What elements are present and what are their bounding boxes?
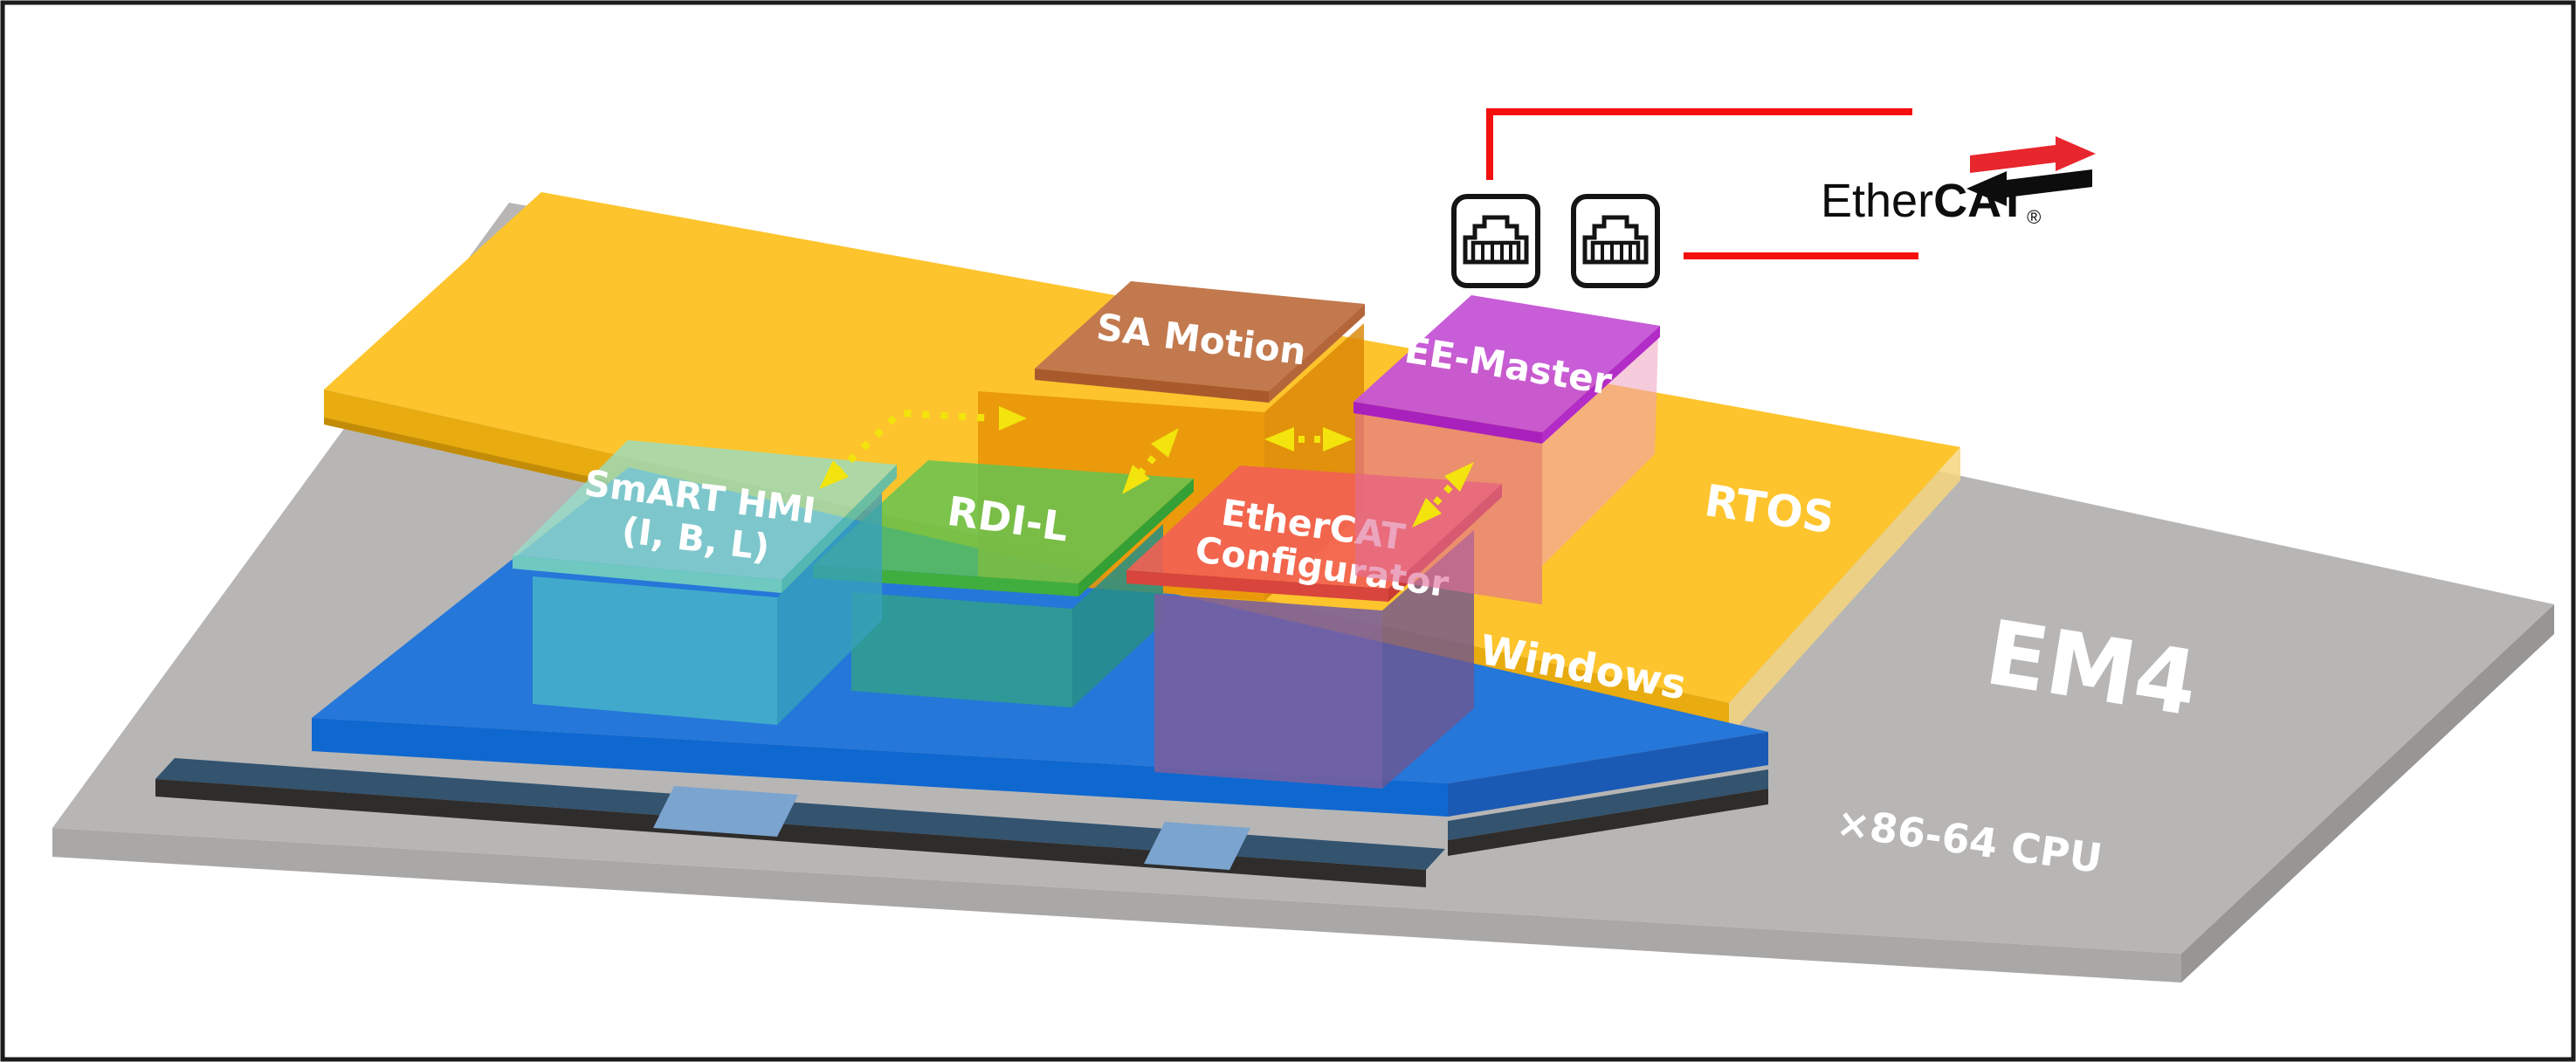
configurator-lid-front-rim <box>1126 570 1388 602</box>
configurator-body-front <box>1154 594 1382 789</box>
shadow-gap-right <box>1144 822 1250 870</box>
arrowhead-icon <box>1444 462 1474 492</box>
windows-front-face <box>312 718 1448 817</box>
ee-master-lid-top <box>1353 295 1660 432</box>
arrow-sa-motion-smart-hmi <box>819 406 1027 489</box>
ee-master-body-left <box>1355 412 1542 604</box>
ethercat-network: EtherCAT® <box>1451 108 2096 288</box>
smart-hmi-lid-right-rim <box>782 465 897 593</box>
arrowhead-icon <box>1323 427 1353 452</box>
ee-master-body-right <box>1542 336 1658 566</box>
platform-right-face <box>2181 604 2554 983</box>
windows-right-face <box>1448 732 1768 817</box>
arrowhead-icon <box>1122 465 1150 494</box>
smart-hmi-lid-top <box>513 440 897 580</box>
rj45-port-icon <box>1571 194 1660 288</box>
network-wire-top <box>1486 108 1912 180</box>
arrowhead-icon <box>999 406 1027 431</box>
under-layer-shadow-slabs <box>155 758 1768 887</box>
arrowhead-icon <box>1264 427 1294 452</box>
sa-motion-lid-front-rim <box>1035 369 1269 403</box>
rdi-l-body-front <box>851 592 1072 707</box>
smart-hmi-body-right <box>777 493 882 725</box>
smart-hmi-lid-front-rim <box>513 555 782 593</box>
rdi-l-lid-right-rim <box>1078 479 1194 597</box>
sa-motion-lid-right-rim <box>1269 304 1365 403</box>
arrow-sa-motion-ee-master <box>1264 427 1353 452</box>
ee-master-lid-right-rim <box>1542 326 1660 444</box>
interconnect-arrows <box>819 406 1474 528</box>
shadow-slab-top <box>155 758 1445 870</box>
ee-master-lid-front-rim <box>1353 402 1542 444</box>
arrow-sa-motion-rdi-l <box>1122 428 1179 494</box>
ethercat-logo: EtherCAT® <box>1821 136 2096 228</box>
logo-black-arrow-icon <box>1966 169 2092 206</box>
platform-front-face <box>52 828 2181 983</box>
rj45-port-icon <box>1451 194 1540 288</box>
ethercat-logo-text: EtherCAT® <box>1821 175 2041 228</box>
arrow-ee-master-configurator <box>1412 462 1474 528</box>
sa-motion-lid-top <box>1035 281 1365 391</box>
rdi-l-lid-top <box>813 460 1194 583</box>
logo-red-arrow-icon <box>1970 136 2096 173</box>
arrowhead-icon <box>819 460 849 489</box>
shadow-slab-right-front <box>1448 789 1768 856</box>
arrowhead-icon <box>1151 428 1179 458</box>
block-smart-hmi: SmART HMI (I, B, L) <box>513 440 897 725</box>
shadow-slab-right-top <box>1448 769 1768 840</box>
configurator-body-right <box>1382 530 1474 789</box>
shadow-slab-front <box>155 779 1426 887</box>
logo-text-regular: Ether <box>1821 175 1933 227</box>
rtos-right-face <box>1729 447 1960 736</box>
registered-mark: ® <box>2027 206 2041 228</box>
arrowhead-icon <box>1412 498 1442 528</box>
block-ee-master: EE-Master <box>1353 295 1660 604</box>
shadow-gap-left <box>653 786 798 837</box>
smart-hmi-body-front <box>533 576 777 725</box>
